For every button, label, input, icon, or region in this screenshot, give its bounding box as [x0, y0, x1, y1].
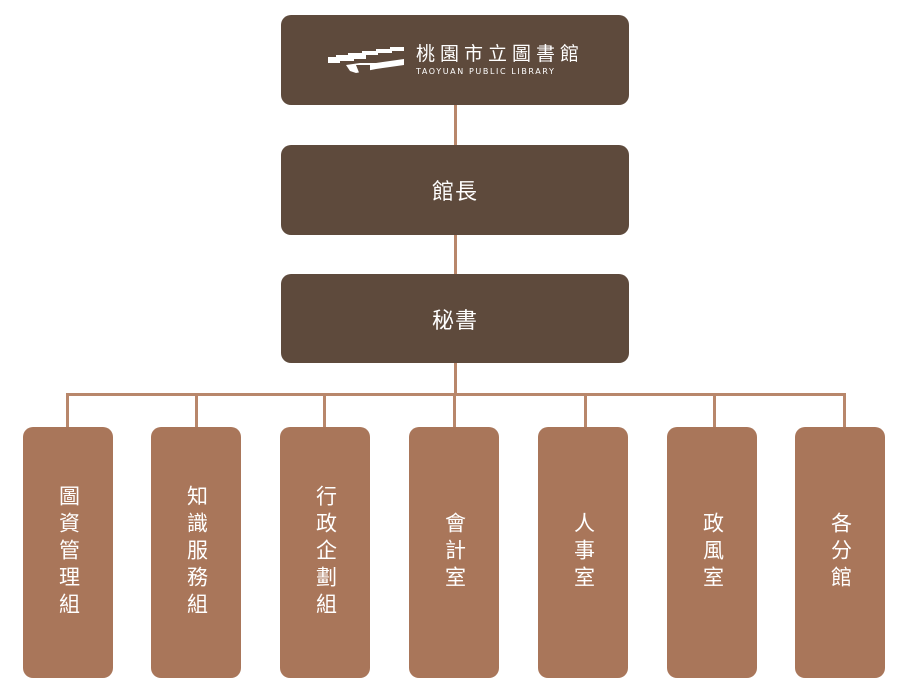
unit-box-branches: 各分館 [795, 427, 885, 678]
connector-logo-director [454, 104, 457, 147]
director-box: 館長 [281, 145, 629, 235]
unit-box-accounting: 會計室 [409, 427, 499, 678]
taoyuan-library-logo-icon [327, 47, 404, 75]
unit-box-ethics: 政風室 [667, 427, 757, 678]
connector-unit-drop [453, 393, 456, 429]
library-logo: 桃園市立圖書館 TAOYUAN PUBLIC LIBRARY [326, 43, 584, 77]
unit-box-administration-planning: 行政企劃組 [280, 427, 370, 678]
connector-secretary-bus [454, 361, 457, 395]
unit-label: 會計室 [442, 512, 467, 593]
connector-director-secretary [454, 233, 457, 276]
unit-label: 政風室 [700, 512, 725, 593]
secretary-box: 秘書 [281, 274, 629, 363]
connector-unit-drop [66, 393, 69, 429]
connector-unit-drop [323, 393, 326, 429]
unit-label: 各分館 [828, 512, 853, 593]
director-label: 館長 [431, 180, 478, 205]
library-name-english: TAOYUAN PUBLIC LIBRARY [415, 67, 556, 77]
library-name-chinese: 桃園市立圖書館 [415, 42, 584, 65]
connector-unit-drop [713, 393, 716, 429]
connector-unit-drop [584, 393, 587, 429]
unit-box-knowledge-services: 知識服務組 [151, 427, 241, 678]
unit-box-collection-management: 圖資管理組 [23, 427, 113, 678]
unit-box-personnel: 人事室 [538, 427, 628, 678]
library-logo-box: 桃園市立圖書館 TAOYUAN PUBLIC LIBRARY [281, 15, 629, 105]
secretary-label: 秘書 [431, 308, 478, 334]
connector-unit-drop [195, 393, 198, 429]
unit-label: 圖資管理組 [56, 485, 81, 620]
unit-label: 人事室 [571, 512, 596, 593]
connector-unit-drop [843, 393, 846, 429]
unit-label: 行政企劃組 [313, 485, 338, 620]
unit-label: 知識服務組 [184, 485, 209, 620]
connector-horizontal-bus [66, 393, 846, 396]
